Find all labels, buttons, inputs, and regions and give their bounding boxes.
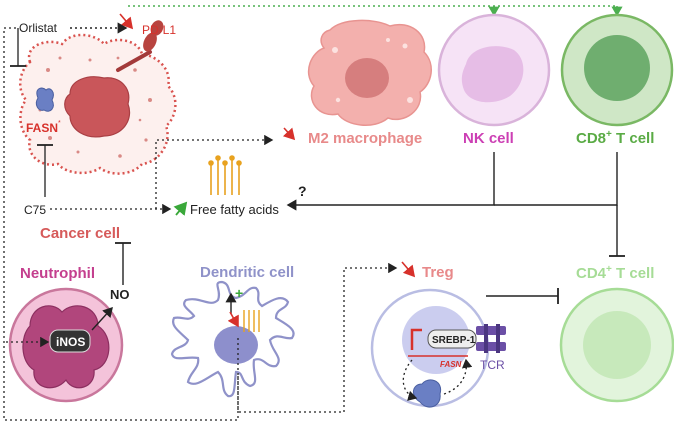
- m2-down-arrow: [282, 127, 296, 141]
- ffa-to-m2-arrow: [155, 134, 274, 209]
- pdl1-down-arrow: [119, 13, 134, 30]
- tcr-icon: [476, 324, 506, 353]
- orlistat-label: Orlistat: [19, 21, 58, 35]
- nk-cell-label: NK cell: [463, 130, 514, 147]
- pdl1-label: PD-L1: [142, 23, 176, 37]
- inos-to-no-arrow: [91, 306, 113, 331]
- m2-macrophage-label: M2 macrophage: [308, 130, 422, 147]
- dc-red-down-arrow: [227, 311, 239, 328]
- fasn-treg-label: FASN: [440, 360, 462, 369]
- srebp1-label: SREBP-1: [432, 335, 476, 346]
- fasn-cancer-label: FASN: [26, 121, 58, 135]
- cd4-t-cell: [559, 287, 674, 403]
- cd4-t-cell-label: CD4+ T cell: [576, 264, 654, 282]
- cancer-cell: FASN *: [10, 28, 177, 197]
- treg-cell: [370, 288, 490, 408]
- nk-to-ffa-arrow: [286, 152, 495, 211]
- fatty-acid-icons: [208, 155, 242, 195]
- cancer-speckles: [38, 56, 152, 158]
- cd8-t-cell: [560, 13, 674, 127]
- ffa-up-arrow: [173, 201, 188, 216]
- tcr-label: TCR: [480, 358, 505, 372]
- cancer-cell-label: Cancer cell: [40, 225, 120, 242]
- cd8-to-ffa-line: [494, 152, 618, 206]
- neutrophil-cell: [8, 287, 124, 403]
- treg-label: Treg: [422, 264, 454, 281]
- dendritic-cell: [170, 280, 295, 398]
- neutrophil-label: Neutrophil: [20, 265, 95, 282]
- fasn-enzyme-icon: [35, 87, 54, 112]
- free-fatty-acids-label: Free fatty acids: [190, 202, 279, 217]
- c75-label: C75: [24, 203, 46, 217]
- question-mark: ?: [298, 183, 307, 199]
- cd8-t-cell-label: CD8+ T cell: [576, 129, 654, 147]
- to-treg-dotted-arrow: [237, 262, 398, 413]
- dc-fatty-acid-icons: [243, 310, 260, 332]
- no-label: NO: [110, 287, 130, 302]
- nk-cell: [437, 13, 551, 127]
- pdl1-icon: [116, 20, 164, 72]
- dc-plus-label: +: [235, 285, 243, 301]
- treg-down-arrow: [401, 261, 416, 278]
- dendritic-cell-label: Dendritic cell: [200, 264, 294, 281]
- m2-macrophage-cell: [307, 19, 432, 126]
- inos-label: iNOS: [56, 335, 85, 349]
- orlistat-dendritic-dotted-path: [3, 27, 239, 421]
- svg-text:*: *: [58, 120, 61, 127]
